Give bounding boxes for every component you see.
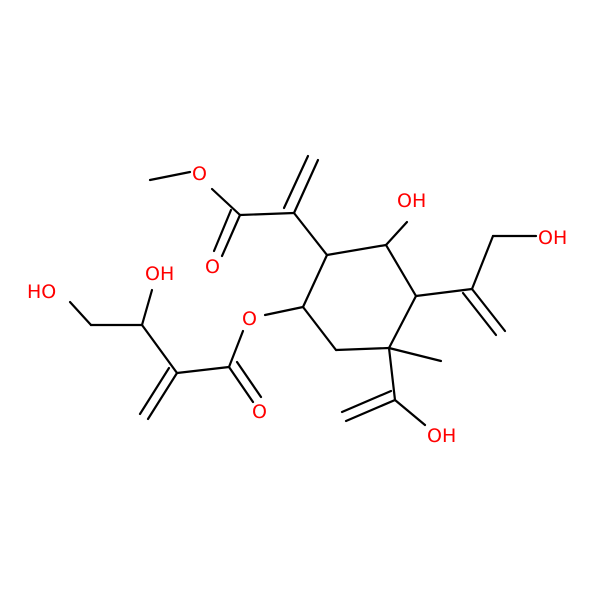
bond-carbonyl-a xyxy=(220,213,242,258)
bond-c-alpha xyxy=(292,211,329,257)
bond-methylene2-a xyxy=(470,287,507,333)
bond-vinyl xyxy=(414,287,474,298)
bond-ch2 xyxy=(470,234,495,291)
atom-label-ester2-o: O xyxy=(242,308,257,330)
bond-ring-5 xyxy=(301,305,338,352)
bond-carbonyl2-b xyxy=(235,360,263,399)
atom-label-diol-oh-left: HO xyxy=(27,281,56,303)
atom-label-diol-oh-upper: OH xyxy=(145,263,174,285)
bond-ring-6 xyxy=(301,253,329,309)
bond-ester2-o xyxy=(263,305,305,317)
bond-methylene2-b xyxy=(461,291,498,337)
bond-methyl2 xyxy=(387,346,443,363)
bond-c-alpha2 xyxy=(175,365,231,375)
bond-methylene-a xyxy=(292,158,320,215)
bond-ring-2 xyxy=(384,243,418,298)
atom-label-ester1-carbonyl-o: O xyxy=(205,256,220,278)
bond-carbonyl2-a xyxy=(227,365,255,404)
atom-label-enol-oh: OH xyxy=(427,425,456,447)
atom-label-ester2-carbonyl-o: O xyxy=(252,401,267,423)
bonds xyxy=(68,154,538,427)
bond-ester-c xyxy=(238,211,296,217)
bond-methylene-b xyxy=(282,154,310,210)
bond-ester-o xyxy=(210,187,242,217)
bond-methylene3-a xyxy=(146,371,179,421)
atom-label-methoxy-o: O xyxy=(192,163,207,185)
atom-label-hydroxymethyl-oh: OH xyxy=(538,227,567,249)
bond-ring-1 xyxy=(325,243,388,257)
bond-methyl xyxy=(148,170,192,182)
bond-choh-oh xyxy=(140,288,154,327)
bond-enol-ch2-a xyxy=(344,398,397,423)
bond-methylene3-b xyxy=(138,366,171,416)
atom-labels: O O OH OH OH HO O O OH xyxy=(27,163,567,447)
bond-ester2-c xyxy=(227,329,245,369)
bond-ch2-oh-2 xyxy=(68,300,93,327)
bond-ring-oh xyxy=(384,220,409,247)
bond-carbonyl-b xyxy=(212,208,233,253)
bond-ring-3 xyxy=(387,294,418,350)
atom-label-ring-oh: OH xyxy=(397,190,426,212)
bond-choh xyxy=(140,323,179,375)
bond-enol-c xyxy=(387,346,397,402)
bond-enol-ch2-b xyxy=(340,389,393,414)
bond-ring-4 xyxy=(334,346,391,352)
bond-enol-oh xyxy=(393,398,427,427)
